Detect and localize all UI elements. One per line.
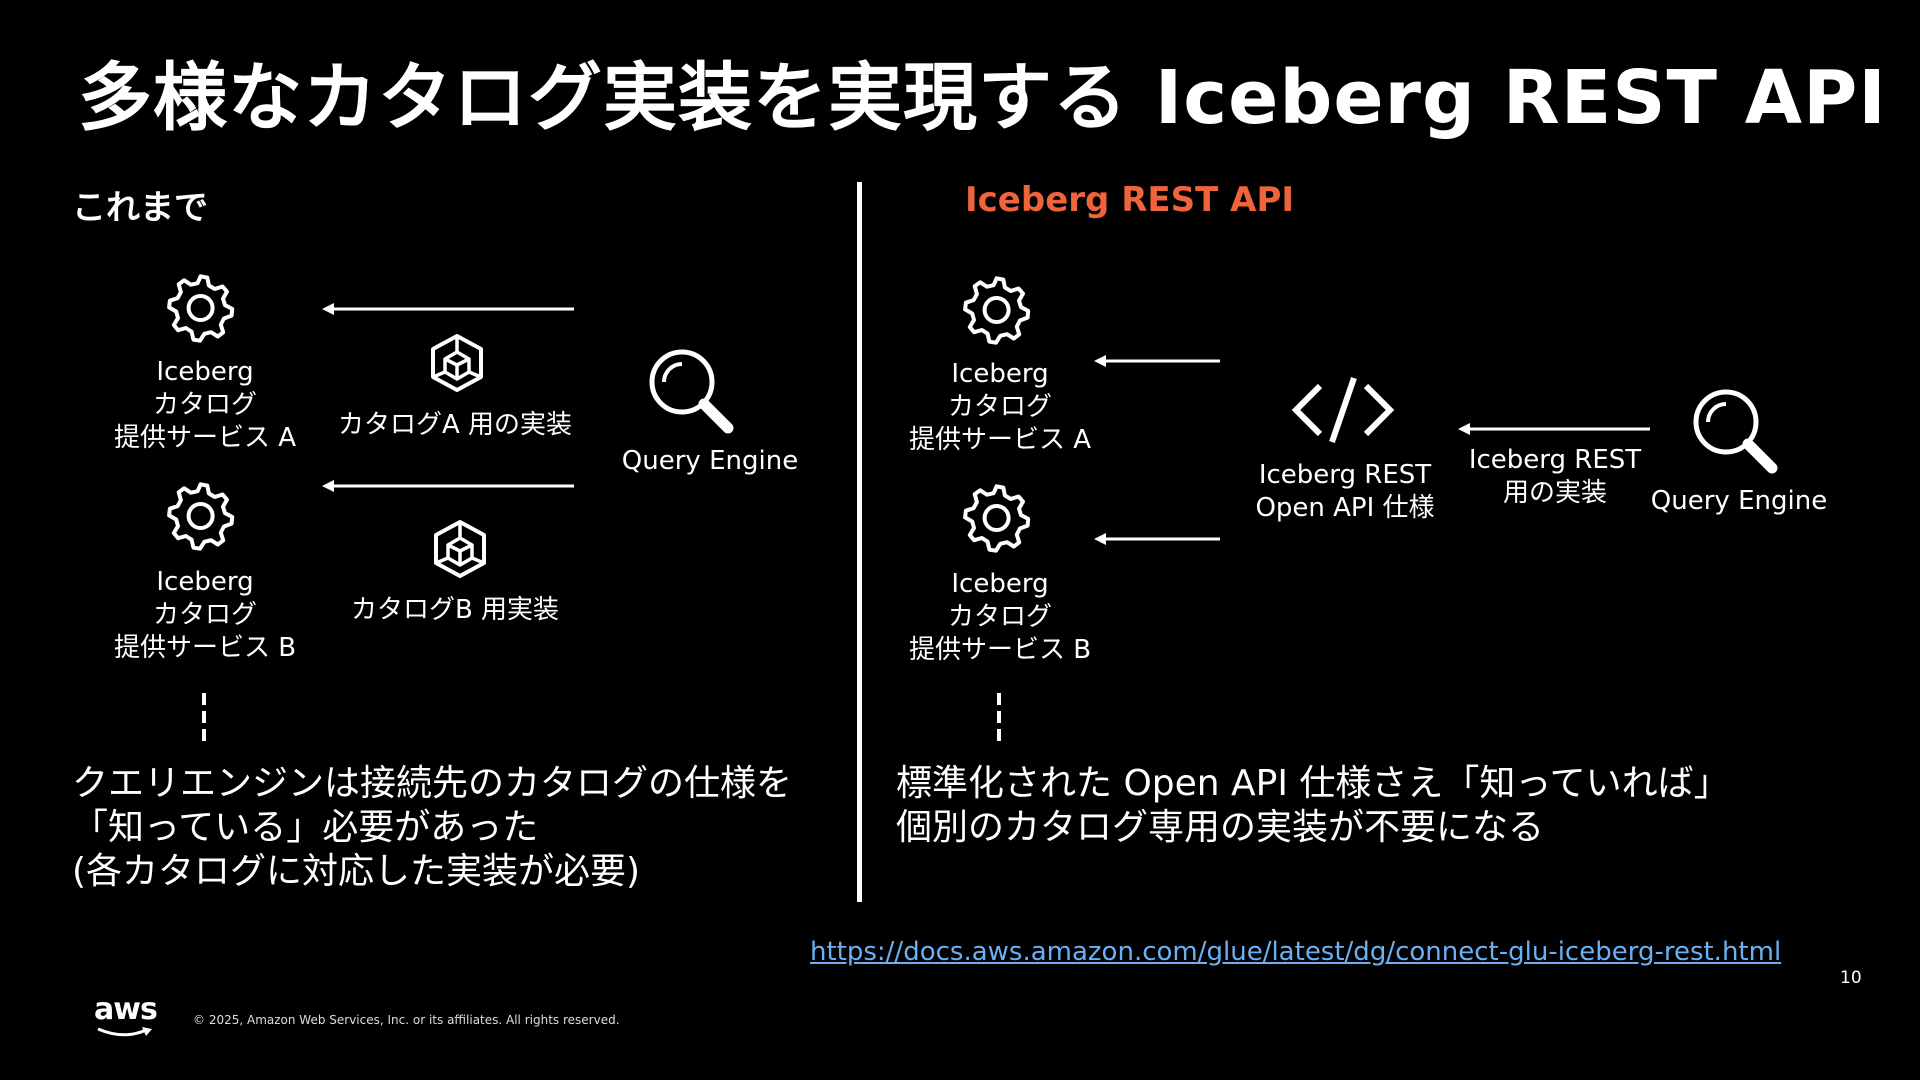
copyright: © 2025, Amazon Web Services, Inc. or its… xyxy=(193,1013,620,1027)
page-number: 10 xyxy=(1840,968,1862,988)
impl-b-label: カタログB 用実装 xyxy=(350,595,560,625)
reference-link[interactable]: https://docs.aws.amazon.com/glue/latest/… xyxy=(810,937,1782,967)
arrow-left-icon xyxy=(1458,423,1650,435)
ellipsis-vertical-icon xyxy=(202,693,206,741)
right-caption: 標準化された Open API 仕様さえ「知っていれば」個別のカタログ専用の実装… xyxy=(896,763,1730,848)
ellipsis-vertical-icon xyxy=(997,693,1001,741)
right-engine-label: Query Engine xyxy=(1650,486,1828,516)
search-icon xyxy=(1690,386,1778,474)
gear-icon xyxy=(963,276,1031,345)
gear-icon xyxy=(167,274,235,343)
page-title: 多様なカタログ実装を実現する Iceberg REST API xyxy=(78,55,1887,141)
cube-icon xyxy=(431,334,483,392)
arrow-left-icon xyxy=(322,480,574,492)
gear-icon xyxy=(963,484,1031,553)
arrow-left-icon xyxy=(1094,355,1220,367)
cube-icon xyxy=(434,520,486,578)
search-icon xyxy=(646,346,734,434)
arrow-left-icon xyxy=(1094,533,1220,545)
left-engine-label: Query Engine xyxy=(621,446,799,476)
right-heading: Iceberg REST API xyxy=(965,180,1295,220)
left-caption: クエリエンジンは接続先のカタログの仕様を「知っている」必要があった(各カタログに… xyxy=(72,763,793,892)
aws-logo: aws xyxy=(94,992,158,1037)
gear-icon xyxy=(167,482,235,551)
code-icon xyxy=(1288,378,1398,442)
section-divider xyxy=(857,182,862,902)
impl-a-label: カタログA 用の実装 xyxy=(337,410,573,440)
arrow-left-icon xyxy=(322,303,574,315)
left-heading: これまで xyxy=(72,188,208,228)
smile-arrow-icon xyxy=(97,1027,152,1037)
